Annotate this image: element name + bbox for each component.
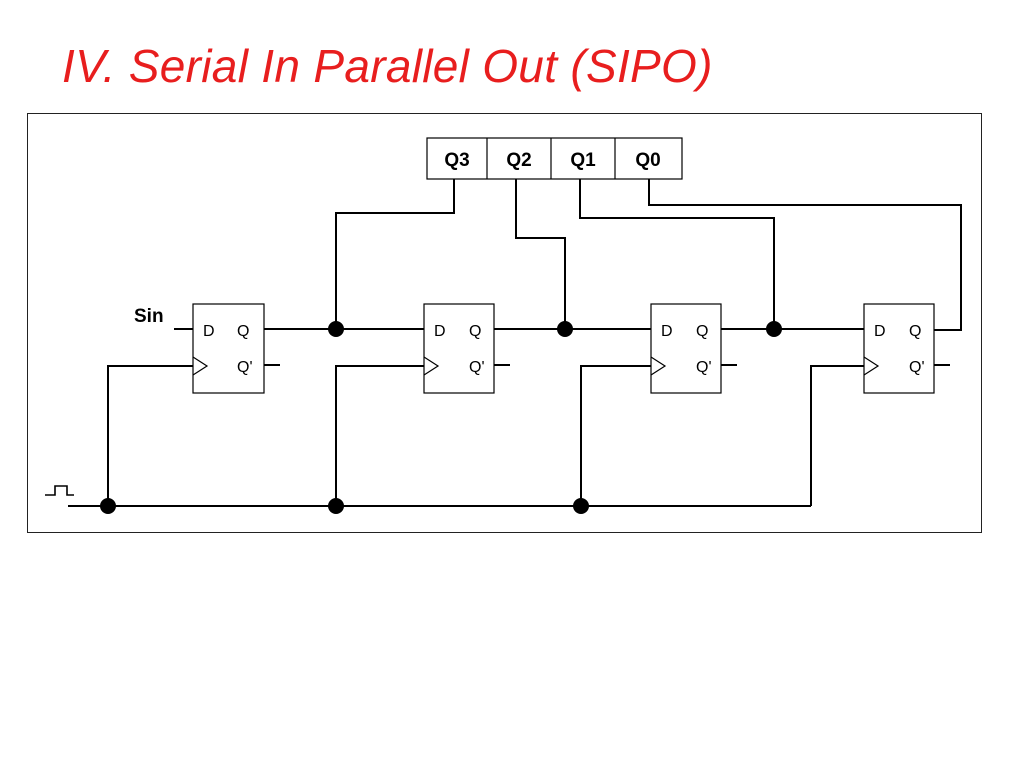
junction-q1: [766, 321, 782, 337]
clock-triangle: [650, 356, 667, 376]
output-label-q3: Q3: [444, 150, 469, 171]
circuit-diagram: Q3 Q2 Q1 Q0 Sin: [27, 113, 982, 533]
clock-junction-1: [100, 498, 116, 514]
clock-network: [45, 365, 864, 514]
clock-triangle: [423, 356, 440, 376]
pin-q: Q: [909, 323, 921, 340]
output-taps: [335, 179, 962, 331]
pin-q: Q: [237, 323, 249, 340]
pin-q: Q: [469, 323, 481, 340]
clock-ff4: [810, 365, 864, 506]
flip-flop-2: D Q Q': [423, 303, 495, 394]
flip-flop-3: D Q Q': [650, 303, 722, 394]
flip-flop-4: D Q Q': [863, 303, 935, 394]
output-label-q2: Q2: [506, 150, 531, 171]
tap-q0: [648, 179, 962, 331]
tap-q2: [515, 179, 566, 329]
pin-q-not: Q': [696, 359, 712, 376]
clock-junction-2: [328, 498, 344, 514]
clock-ff2: [335, 365, 424, 506]
pin-d: D: [661, 323, 673, 340]
pin-d: D: [874, 323, 886, 340]
tap-q1: [579, 179, 775, 329]
clock-ff3: [580, 365, 651, 506]
clock-symbol: [45, 485, 74, 496]
slide-title: IV. Serial In Parallel Out (SIPO): [62, 40, 713, 92]
sipo-schematic: Q3 Q2 Q1 Q0 Sin: [45, 137, 962, 514]
data-chain: Sin: [134, 306, 864, 337]
clock-ff1: [107, 365, 193, 506]
output-label-q0: Q0: [635, 150, 660, 171]
junction-q3: [328, 321, 344, 337]
pin-d: D: [434, 323, 446, 340]
clock-triangle: [863, 356, 880, 376]
junction-q2: [557, 321, 573, 337]
pin-q-not: Q': [469, 359, 485, 376]
flip-flop-1: D Q Q': [192, 303, 265, 394]
pin-q: Q: [696, 323, 708, 340]
clock-triangle: [192, 356, 209, 376]
clock-junction-3: [573, 498, 589, 514]
serial-input-label: Sin: [134, 306, 164, 327]
output-label-q1: Q1: [570, 150, 596, 171]
output-header: Q3 Q2 Q1 Q0: [426, 137, 683, 180]
pin-q-not: Q': [237, 359, 253, 376]
output-header-box: [426, 137, 683, 180]
tap-q3: [335, 179, 455, 329]
pin-d: D: [203, 323, 215, 340]
pin-q-not: Q': [909, 359, 925, 376]
